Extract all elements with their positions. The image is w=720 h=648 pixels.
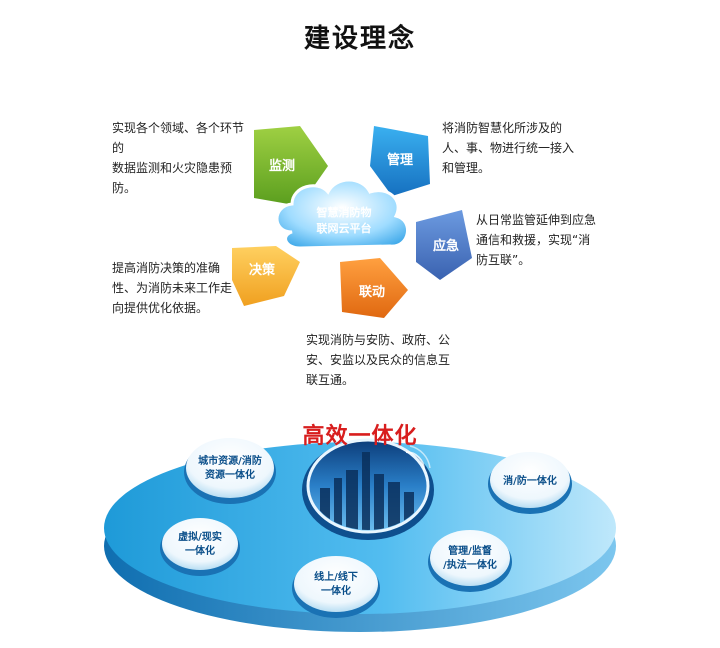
petal-decide [232,246,300,306]
cloud-platform [275,178,409,250]
decide-description: 提高消防决策的准确 性、为消防未来工作走 向提供优化依据。 [112,261,233,315]
node-online-line1: 线上/线下 [314,570,358,583]
petal-respond-label: 应急 [433,238,459,254]
node-city-line2: 资源一体化 [205,468,255,481]
node-virtual-real [160,518,240,576]
node-manage-line1: 管理/监督 [448,544,492,557]
cloud-label-line1: 智慧消防物 [317,205,372,219]
petal-respond [416,210,472,280]
link-description: 实现消防与安防、政府、公 安、安监以及民众的信息互 联互通。 [306,333,451,387]
monitor-description: 实现各个领域、各个环节的 数据监测和火灾隐患预 防。 [112,121,245,195]
petal-monitor-label: 监测 [269,158,295,174]
page-title: 建设理念 [303,24,416,54]
petal-manage [370,126,430,196]
petal-manage-label: 管理 [387,152,413,168]
node-fire-line1: 消/防一体化 [503,474,557,487]
integration-title: 高效一体化 [302,424,418,449]
city-skyline-image [302,438,434,540]
node-city-line1: 城市资源/消防 [198,454,262,467]
petal-link [340,258,408,318]
petal-decide-label: 决策 [249,262,276,278]
node-fire-prevention [488,452,572,514]
node-virtual-line1: 虚拟/现实 [178,530,222,543]
node-online-offline [292,556,380,618]
node-online-line2: 一体化 [321,584,351,597]
cloud-label-line2: 联网云平台 [317,221,372,235]
manage-description: 将消防智慧化所涉及的 人、事、物进行统一接入 和管理。 [442,121,575,175]
petal-link-label: 联动 [359,285,385,300]
node-virtual-line2: 一体化 [185,544,215,557]
node-manage-supervise [428,530,512,592]
respond-description: 从日常监管延伸到应急 通信和救援，实现“消 防互联”。 [476,213,597,267]
node-manage-line2: /执法一体化 [443,558,497,571]
node-city-resource [184,438,276,504]
